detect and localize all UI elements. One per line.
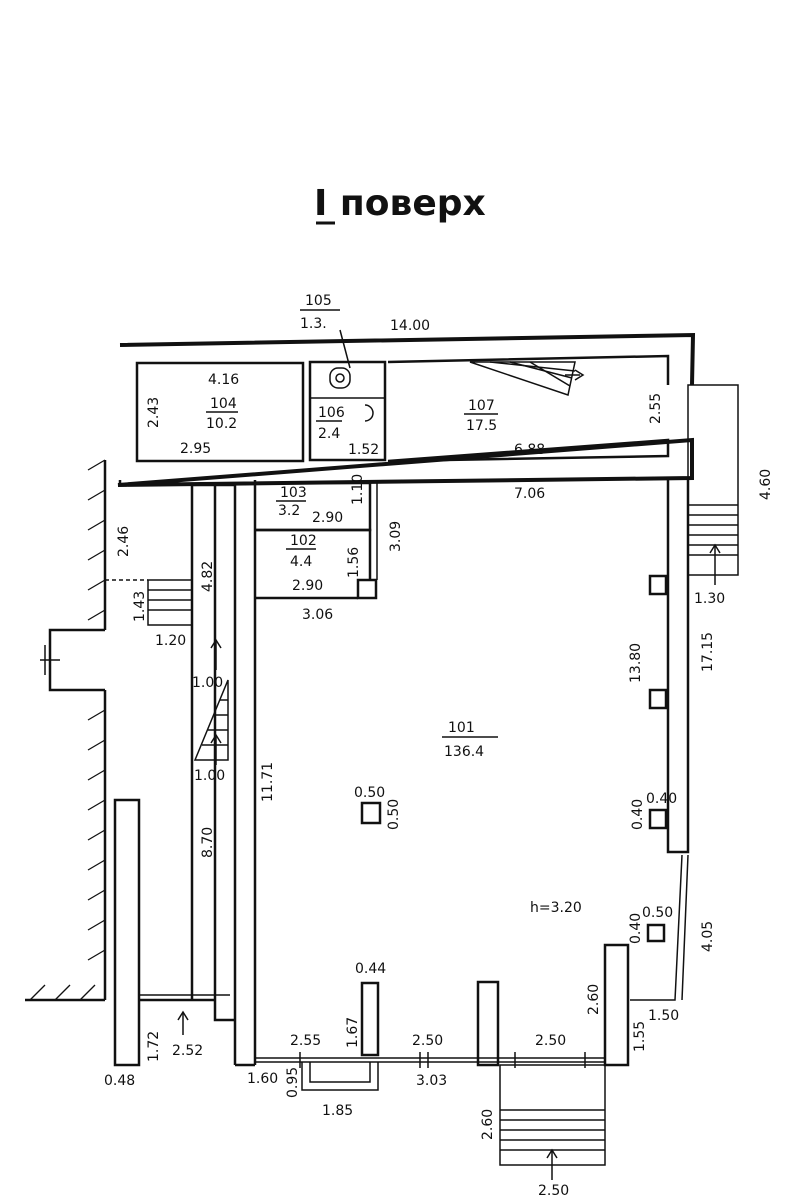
room-105-number: 105 xyxy=(305,293,332,309)
svg-text:1.60: 1.60 xyxy=(247,1071,278,1087)
room-107-wall xyxy=(387,354,670,463)
svg-text:4.82: 4.82 xyxy=(200,561,216,592)
room-101-number: 101 xyxy=(448,720,475,736)
svg-text:1.30: 1.30 xyxy=(694,591,725,607)
svg-text:2.43: 2.43 xyxy=(146,397,162,428)
svg-text:6.88: 6.88 xyxy=(514,442,545,458)
svg-text:0.50: 0.50 xyxy=(354,785,385,801)
svg-text:2.95: 2.95 xyxy=(180,441,211,457)
svg-text:4.60: 4.60 xyxy=(758,469,774,500)
svg-text:1.50: 1.50 xyxy=(648,1008,679,1024)
room-106-number: 106 xyxy=(318,405,345,421)
svg-text:4.16: 4.16 xyxy=(208,372,239,388)
svg-text:2.52: 2.52 xyxy=(172,1043,203,1059)
room-106-area: 2.4 xyxy=(318,426,340,442)
svg-text:17.15: 17.15 xyxy=(700,632,716,672)
right-stair xyxy=(687,384,739,576)
room-105-area: 1.3. xyxy=(300,316,327,332)
svg-text:1.00: 1.00 xyxy=(194,768,225,784)
svg-text:0.48: 0.48 xyxy=(104,1073,135,1089)
svg-text:2.50: 2.50 xyxy=(535,1033,566,1049)
room-107-area: 17.5 xyxy=(466,418,497,434)
room-106-wall xyxy=(308,360,387,462)
upper-block-wall xyxy=(117,332,696,487)
svg-text:0.40: 0.40 xyxy=(646,791,677,807)
left-stair xyxy=(147,579,193,626)
svg-text:3.06: 3.06 xyxy=(302,607,333,623)
svg-text:0.40: 0.40 xyxy=(628,913,644,944)
hall-right-wall xyxy=(666,478,690,854)
ceiling-height: h=3.20 xyxy=(530,900,582,916)
svg-text:14.00: 14.00 xyxy=(390,318,430,334)
room-101-area: 136.4 xyxy=(444,744,484,760)
svg-text:1.67: 1.67 xyxy=(345,1017,361,1048)
svg-text:0.95: 0.95 xyxy=(285,1067,301,1098)
svg-text:3.09: 3.09 xyxy=(388,521,404,552)
svg-text:2.90: 2.90 xyxy=(312,510,343,526)
svg-text:13.80: 13.80 xyxy=(628,643,644,683)
room-103-number: 103 xyxy=(280,485,307,501)
svg-text:2.55: 2.55 xyxy=(290,1033,321,1049)
svg-text:7.06: 7.06 xyxy=(514,486,545,502)
left-exterior-hatch xyxy=(29,459,106,1001)
sink-icon xyxy=(364,404,374,422)
svg-text:1.55: 1.55 xyxy=(632,1021,648,1052)
svg-text:1.56: 1.56 xyxy=(346,547,362,578)
room-104-wall xyxy=(135,361,305,463)
svg-text:1.72: 1.72 xyxy=(146,1031,162,1062)
svg-text:1.10: 1.10 xyxy=(350,474,366,505)
svg-text:11.71: 11.71 xyxy=(260,762,276,802)
plan-title: I поверх xyxy=(314,183,486,224)
svg-text:2.55: 2.55 xyxy=(648,393,664,424)
room-104-number: 104 xyxy=(210,396,237,412)
svg-text:0.44: 0.44 xyxy=(355,961,386,977)
room-102-wall xyxy=(255,528,372,600)
left-lower-pillar xyxy=(113,798,141,1067)
svg-text:1.52: 1.52 xyxy=(348,442,379,458)
svg-text:2.50: 2.50 xyxy=(538,1183,569,1199)
dimension-labels: 14.00 4.16 2.43 2.95 1.52 2.55 6.88 4.60… xyxy=(104,318,774,1199)
svg-text:0.40: 0.40 xyxy=(630,799,646,830)
room-102-number: 102 xyxy=(290,533,317,549)
bottom-column-b xyxy=(476,980,500,1067)
room-104-area: 10.2 xyxy=(206,416,237,432)
svg-text:2.60: 2.60 xyxy=(480,1109,496,1140)
svg-text:0.50: 0.50 xyxy=(386,799,402,830)
svg-text:1.85: 1.85 xyxy=(322,1103,353,1119)
room-102-area: 4.4 xyxy=(290,554,312,570)
toilet-icon xyxy=(329,367,351,389)
svg-text:2.90: 2.90 xyxy=(292,578,323,594)
svg-text:2.60: 2.60 xyxy=(586,984,602,1015)
svg-text:0.50: 0.50 xyxy=(642,905,673,921)
center-column xyxy=(360,801,382,825)
svg-text:2.46: 2.46 xyxy=(116,526,132,557)
room-107-number: 107 xyxy=(468,398,495,414)
svg-text:4.05: 4.05 xyxy=(700,921,716,952)
svg-text:8.70: 8.70 xyxy=(200,827,216,858)
svg-text:3.03: 3.03 xyxy=(416,1073,447,1089)
bottom-column-a xyxy=(360,981,380,1057)
right-lower-column xyxy=(603,943,630,1067)
svg-text:2.50: 2.50 xyxy=(412,1033,443,1049)
svg-text:1.00: 1.00 xyxy=(192,675,223,691)
room-103-area: 3.2 xyxy=(278,503,300,519)
svg-text:1.43: 1.43 xyxy=(132,591,148,622)
svg-text:1.20: 1.20 xyxy=(155,633,186,649)
stair-107 xyxy=(469,361,576,396)
